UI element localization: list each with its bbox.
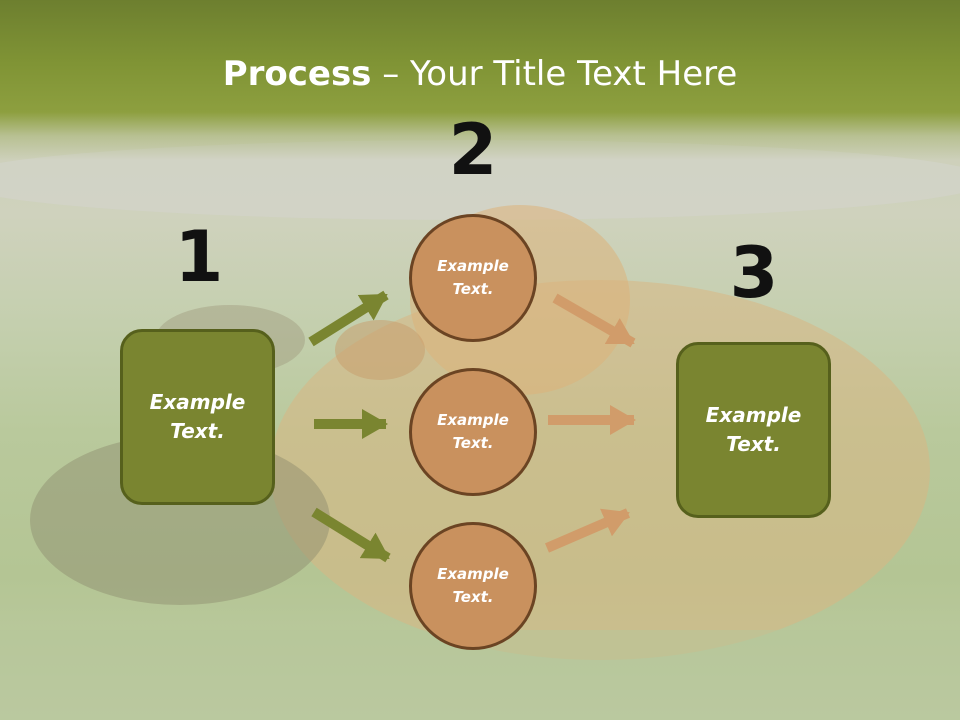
title-rest: – Your Title Text Here (371, 54, 738, 94)
circle-middle: Example Text. (409, 368, 537, 496)
right-step-box: Example Text. (676, 342, 831, 518)
circle-middle-label: Example Text. (437, 411, 509, 452)
arrow-left-to-bottom (311, 507, 391, 563)
step-number-2: 2 (448, 109, 498, 191)
circle-top: Example Text. (409, 214, 537, 342)
title-bold: Process (222, 54, 372, 94)
arrow-top-to-right (552, 293, 636, 348)
right-step-box-label: Example Text. (705, 403, 802, 456)
step-number-1: 1 (174, 216, 224, 298)
left-step-box: Example Text. (120, 329, 275, 505)
title-band (0, 0, 960, 160)
arrow-bottom-to-right (545, 508, 630, 553)
step-number-3: 3 (729, 232, 779, 314)
circle-bottom: Example Text. (409, 522, 537, 650)
left-step-box-label: Example Text. (149, 390, 246, 443)
circle-top-label: Example Text. (437, 257, 509, 298)
slide-title: Process – Your Title Text Here (0, 52, 960, 96)
circle-bottom-label: Example Text. (437, 565, 509, 606)
arrow-left-to-top (308, 290, 389, 347)
